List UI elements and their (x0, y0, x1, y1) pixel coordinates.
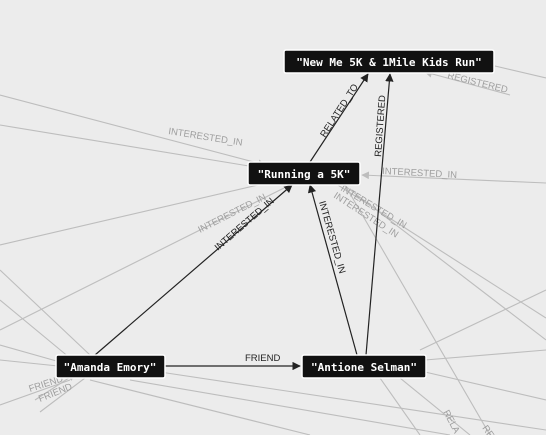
bg-edge (494, 65, 546, 79)
edge-interested-in-amanda[interactable] (94, 184, 293, 356)
main-labels: RELATED_TO REGISTERED INTERESTED_IN INTE… (213, 82, 389, 364)
bg-label-related: RELA (440, 408, 462, 435)
bg-edge (0, 184, 291, 331)
background-edges (0, 65, 546, 435)
bg-label-cut: RE (480, 423, 497, 435)
bg-edge (0, 124, 256, 168)
node-antione-selman[interactable]: "Antione Selman" (301, 354, 427, 379)
bg-label-interested-in: INTERESTED_IN (382, 166, 458, 181)
bg-edge (0, 344, 61, 363)
edge-related-to[interactable] (309, 73, 369, 163)
node-running-5k[interactable]: "Running a 5K" (247, 161, 361, 186)
edge-interested-in-antione[interactable] (307, 184, 358, 356)
bg-edge (0, 184, 259, 246)
bg-edge (419, 289, 546, 351)
bg-edge (89, 379, 311, 435)
bg-edge (129, 379, 451, 435)
bg-edge (0, 299, 71, 359)
label-registered: REGISTERED (373, 95, 388, 158)
bg-edge (39, 377, 86, 413)
bg-edge (0, 359, 59, 367)
bg-edge (339, 181, 546, 341)
bg-edge (159, 371, 546, 431)
bg-edge (424, 349, 546, 361)
bg-edge (0, 94, 266, 167)
node-label-event: "New Me 5K & 1Mile Kids Run" (296, 56, 481, 69)
label-friend: FRIEND (245, 353, 281, 364)
bg-edge (0, 269, 91, 356)
node-label-antione-selman: "Antione Selman" (311, 361, 417, 374)
main-edges (94, 73, 394, 371)
label-related-to: RELATED_TO (318, 82, 361, 140)
bg-edge (329, 179, 546, 319)
bg-edge (361, 171, 546, 184)
node-event[interactable]: "New Me 5K & 1Mile Kids Run" (283, 49, 495, 74)
bg-edge (399, 377, 471, 435)
edge-registered[interactable] (365, 73, 394, 356)
node-label-amanda-emory: "Amanda Emory" (64, 361, 157, 374)
bg-edge (379, 377, 421, 435)
bg-label-interested-in: INTERESTED_IN (168, 126, 244, 149)
bg-edge (424, 70, 511, 96)
bg-edge (424, 371, 546, 401)
node-label-running-5k: "Running a 5K" (258, 168, 351, 181)
node-amanda-emory[interactable]: "Amanda Emory" (55, 354, 166, 379)
bg-label-registered: REGISTERED (446, 70, 509, 96)
bg-edge (344, 184, 491, 435)
bg-edge (0, 379, 71, 406)
background-labels: REGISTERED INTERESTED_IN INTERESTED_IN I… (28, 70, 509, 435)
